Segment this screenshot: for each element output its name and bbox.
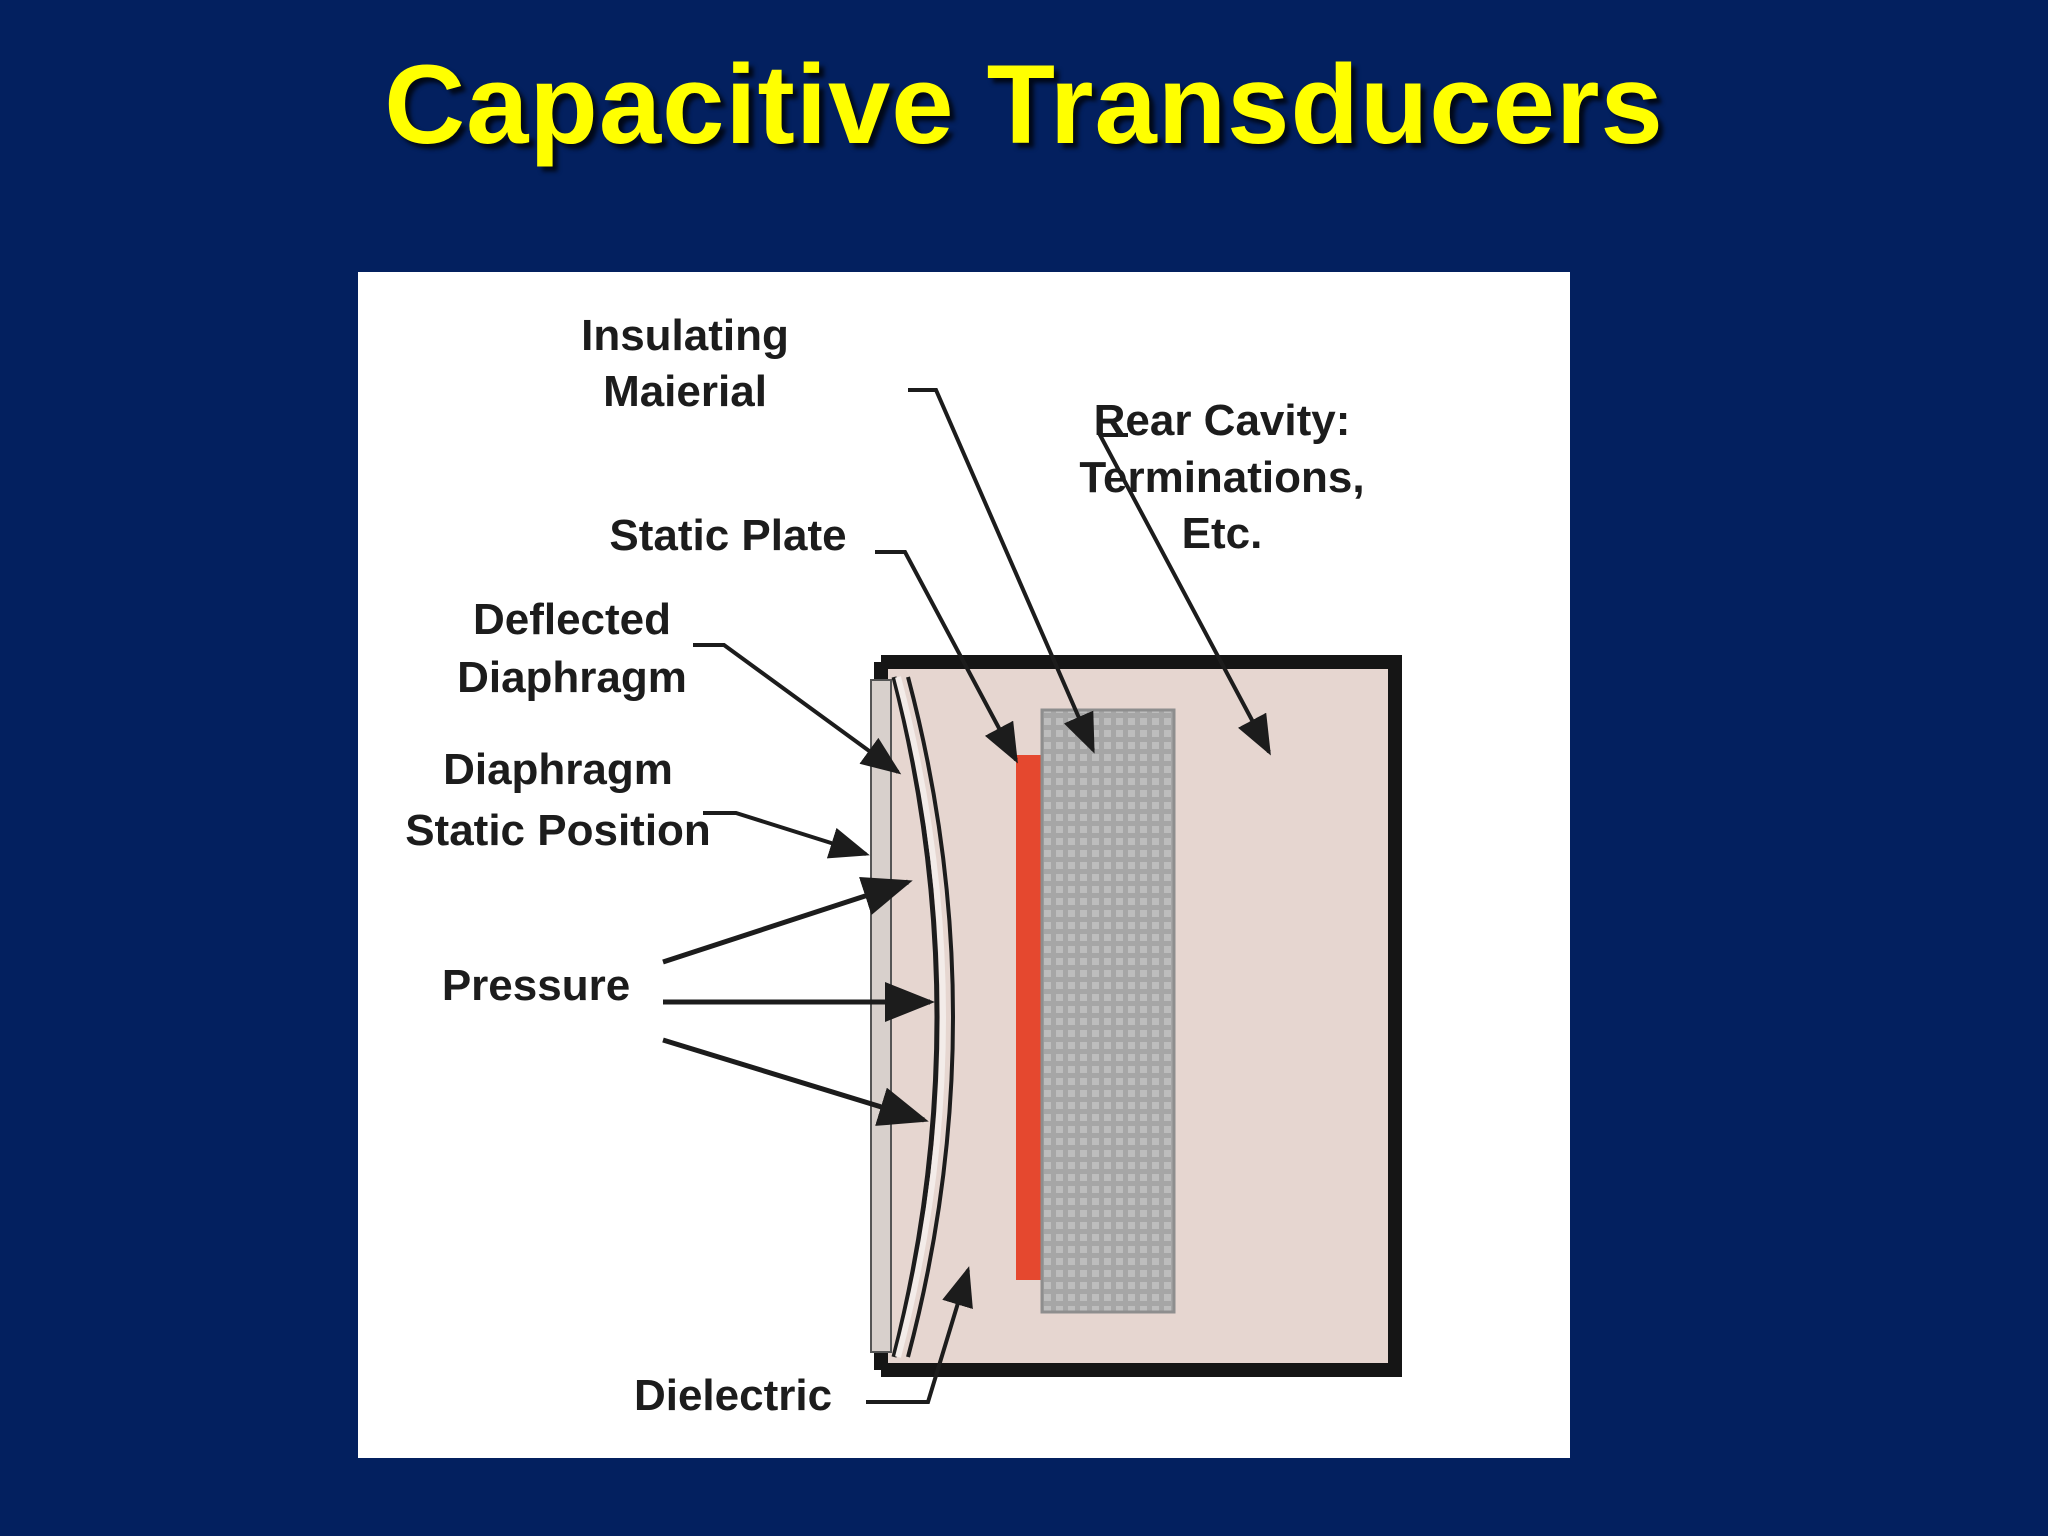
diaphragm-static-position	[870, 679, 892, 1353]
label-diaphragm-static-position-line2: Static Position	[405, 806, 711, 855]
transducer-diagram: Insulating Maierial Rear Cavity: Termina…	[405, 311, 1402, 1420]
leader-insulating-material	[908, 388, 1095, 754]
slide-title: Capacitive Transducers	[384, 42, 1664, 167]
leader-static-plate	[875, 550, 1018, 764]
static-plate	[1016, 755, 1042, 1280]
pressure-arrows	[662, 876, 935, 1126]
label-insulating-material-line1: Insulating	[581, 311, 789, 360]
label-rear-cavity-line2: Terminations,	[1079, 453, 1364, 502]
insulating-material	[1040, 708, 1176, 1314]
leader-diaphragm-static-position	[703, 811, 870, 859]
label-insulating-material-line2: Maierial	[603, 367, 767, 416]
label-pressure: Pressure	[442, 961, 630, 1010]
leader-dielectric	[866, 1266, 973, 1404]
transducer-diagram-panel: Insulating Maierial Rear Cavity: Termina…	[358, 272, 1570, 1458]
label-deflected-diaphragm-line2: Diaphragm	[457, 653, 687, 702]
label-deflected-diaphragm-line1: Deflected	[473, 595, 671, 644]
label-dielectric: Dielectric	[634, 1371, 832, 1420]
leader-deflected-diaphragm	[693, 643, 902, 775]
label-rear-cavity-line1: Rear Cavity:	[1094, 396, 1351, 445]
label-rear-cavity-line3: Etc.	[1182, 509, 1263, 558]
label-diaphragm-static-position-line1: Diaphragm	[443, 745, 673, 794]
leader-rear-cavity	[1096, 433, 1271, 756]
label-static-plate: Static Plate	[609, 511, 846, 560]
deflected-diaphragm	[891, 676, 955, 1358]
